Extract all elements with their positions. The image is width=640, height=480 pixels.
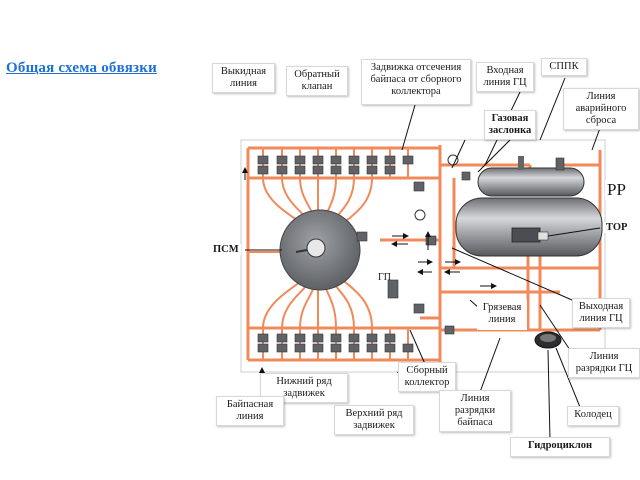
label-vykidnaya: Выкидная линия: [212, 63, 275, 93]
upper-valves: [257, 155, 414, 175]
right-valves: [356, 157, 565, 335]
label-tor: ТОР: [604, 222, 630, 233]
label-gryazevaya: Грязевая линия: [477, 300, 527, 330]
label-kolodets: Колодец: [567, 406, 619, 426]
psm-hub: [306, 238, 326, 258]
label-gp: ГП: [378, 272, 392, 283]
label-zadvizhka: Задвижка отсечения байпаса от сборного к…: [361, 59, 471, 105]
gas-separator-tank: [477, 156, 585, 197]
page-title: Общая схема обвязки: [6, 60, 157, 76]
label-obratny: Обратный клапан: [286, 66, 348, 96]
label-pp: РР: [605, 180, 628, 200]
pressure-gauge: [414, 209, 426, 221]
gauge-top: [447, 154, 459, 166]
psm-feed-lines: [248, 177, 373, 329]
label-razryadki-baipasa: Линия разрядки байпаса: [439, 390, 511, 432]
label-vykhodnaya: Выходная линия ГЦ: [572, 298, 630, 328]
label-avariyny: Линия аварийного сброса: [563, 88, 639, 130]
label-gidrotsiklon: Гидроциклон: [510, 437, 610, 457]
label-verkhny: Верхний ряд задвижек: [334, 405, 414, 435]
label-baipasnaya: Байпасная линия: [216, 396, 284, 426]
label-sppk: СППК: [541, 58, 587, 76]
lower-valves: [257, 333, 414, 353]
label-sborny: Сборный коллектор: [398, 362, 456, 392]
label-gazovaya: Газовая заслонка: [484, 110, 536, 140]
label-psm: ПСМ: [211, 244, 241, 255]
label-vkhodnaya: Входная линия ГЦ: [476, 62, 534, 92]
main-tank: [455, 197, 603, 257]
label-razryadki-gc: Линия разрядки ГЦ: [568, 348, 640, 378]
